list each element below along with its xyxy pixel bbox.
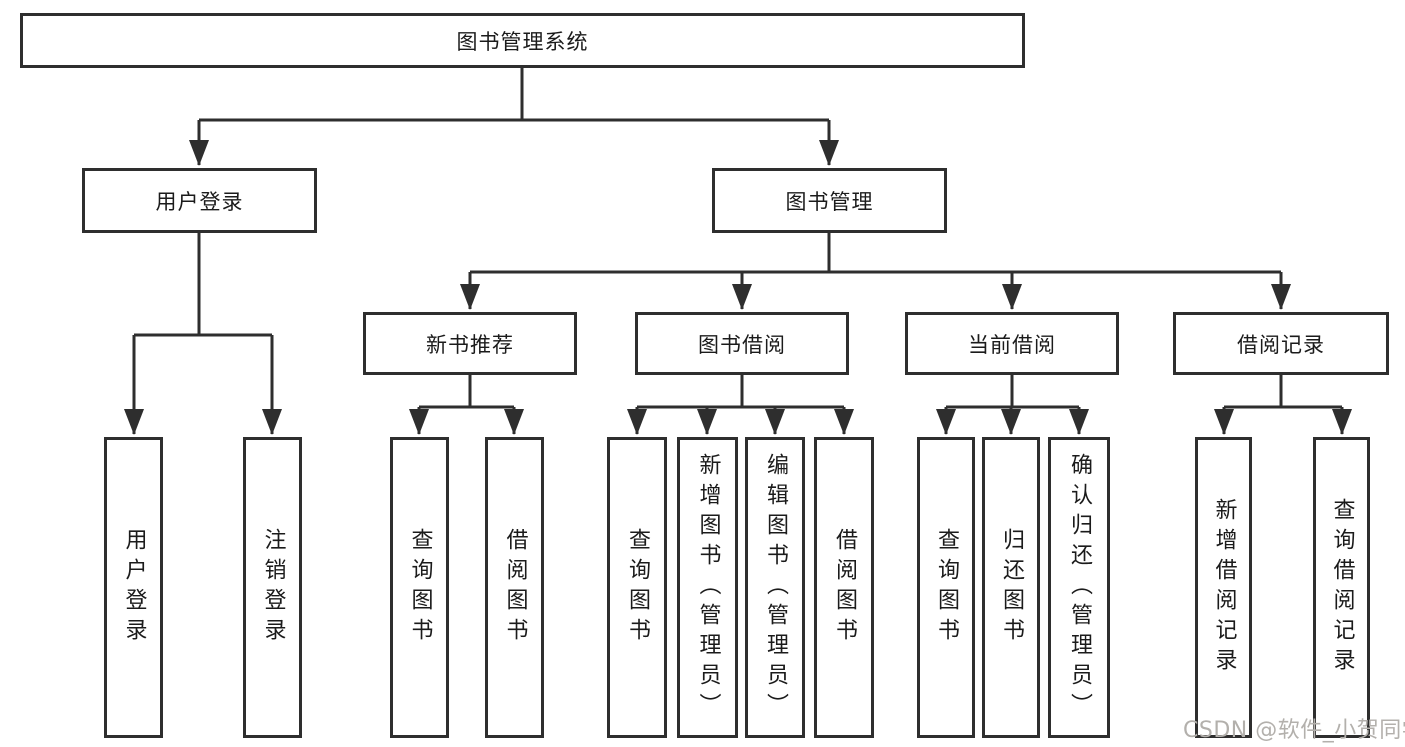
leaf-confirm-return-admin-label: 确认归还（管理员） [1067, 452, 1092, 723]
leaf-rec-borrow-book: 借阅图书 [485, 437, 544, 738]
leaf-query-borrow-record: 查询借阅记录 [1313, 437, 1370, 738]
leaf-rec-query-book: 查询图书 [390, 437, 449, 738]
node-book-borrow: 图书借阅 [635, 312, 849, 375]
leaf-borrow-query-book: 查询图书 [607, 437, 667, 738]
node-current-borrow-label: 当前借阅 [968, 332, 1056, 357]
leaf-logout: 注销登录 [243, 437, 302, 738]
leaf-return-book-label: 归还图书 [999, 527, 1024, 648]
leaf-add-borrow-record: 新增借阅记录 [1195, 437, 1252, 738]
leaf-borrow-book: 借阅图书 [814, 437, 874, 738]
node-root-system: 图书管理系统 [20, 13, 1025, 68]
node-current-borrow: 当前借阅 [905, 312, 1119, 375]
node-book-management: 图书管理 [712, 168, 947, 233]
leaf-current-query-book: 查询图书 [917, 437, 975, 738]
leaf-current-query-book-label: 查询图书 [934, 527, 959, 648]
node-book-borrow-label: 图书借阅 [698, 332, 786, 357]
csdn-watermark: CSDN @软件_小贺同学 [1183, 718, 1405, 743]
leaf-query-borrow-record-label: 查询借阅记录 [1329, 497, 1355, 678]
leaf-edit-book-admin: 编辑图书（管理员） [745, 437, 805, 738]
leaf-add-borrow-record-label: 新增借阅记录 [1211, 497, 1237, 678]
leaf-rec-query-book-label: 查询图书 [407, 527, 433, 648]
leaf-edit-book-admin-label: 编辑图书（管理员） [763, 452, 788, 723]
leaf-user-login: 用户登录 [104, 437, 163, 738]
node-new-book-recommend: 新书推荐 [363, 312, 577, 375]
node-root-label: 图书管理系统 [456, 29, 589, 54]
leaf-confirm-return-admin: 确认归还（管理员） [1048, 437, 1110, 738]
node-user-login: 用户登录 [82, 168, 317, 233]
leaf-return-book: 归还图书 [982, 437, 1040, 738]
node-user-login-label: 用户登录 [155, 189, 244, 214]
leaf-rec-borrow-book-label: 借阅图书 [502, 527, 528, 648]
node-new-book-recommend-label: 新书推荐 [426, 332, 514, 357]
node-borrow-record-label: 借阅记录 [1237, 332, 1325, 357]
leaf-logout-label: 注销登录 [260, 527, 286, 648]
leaf-add-book-admin: 新增图书（管理员） [677, 437, 738, 738]
node-borrow-record: 借阅记录 [1173, 312, 1389, 375]
leaf-add-book-admin-label: 新增图书（管理员） [695, 452, 721, 723]
leaf-user-login-label: 用户登录 [121, 527, 147, 648]
leaf-borrow-book-label: 借阅图书 [832, 527, 857, 648]
node-book-management-label: 图书管理 [785, 189, 874, 214]
leaf-borrow-query-book-label: 查询图书 [625, 527, 650, 648]
